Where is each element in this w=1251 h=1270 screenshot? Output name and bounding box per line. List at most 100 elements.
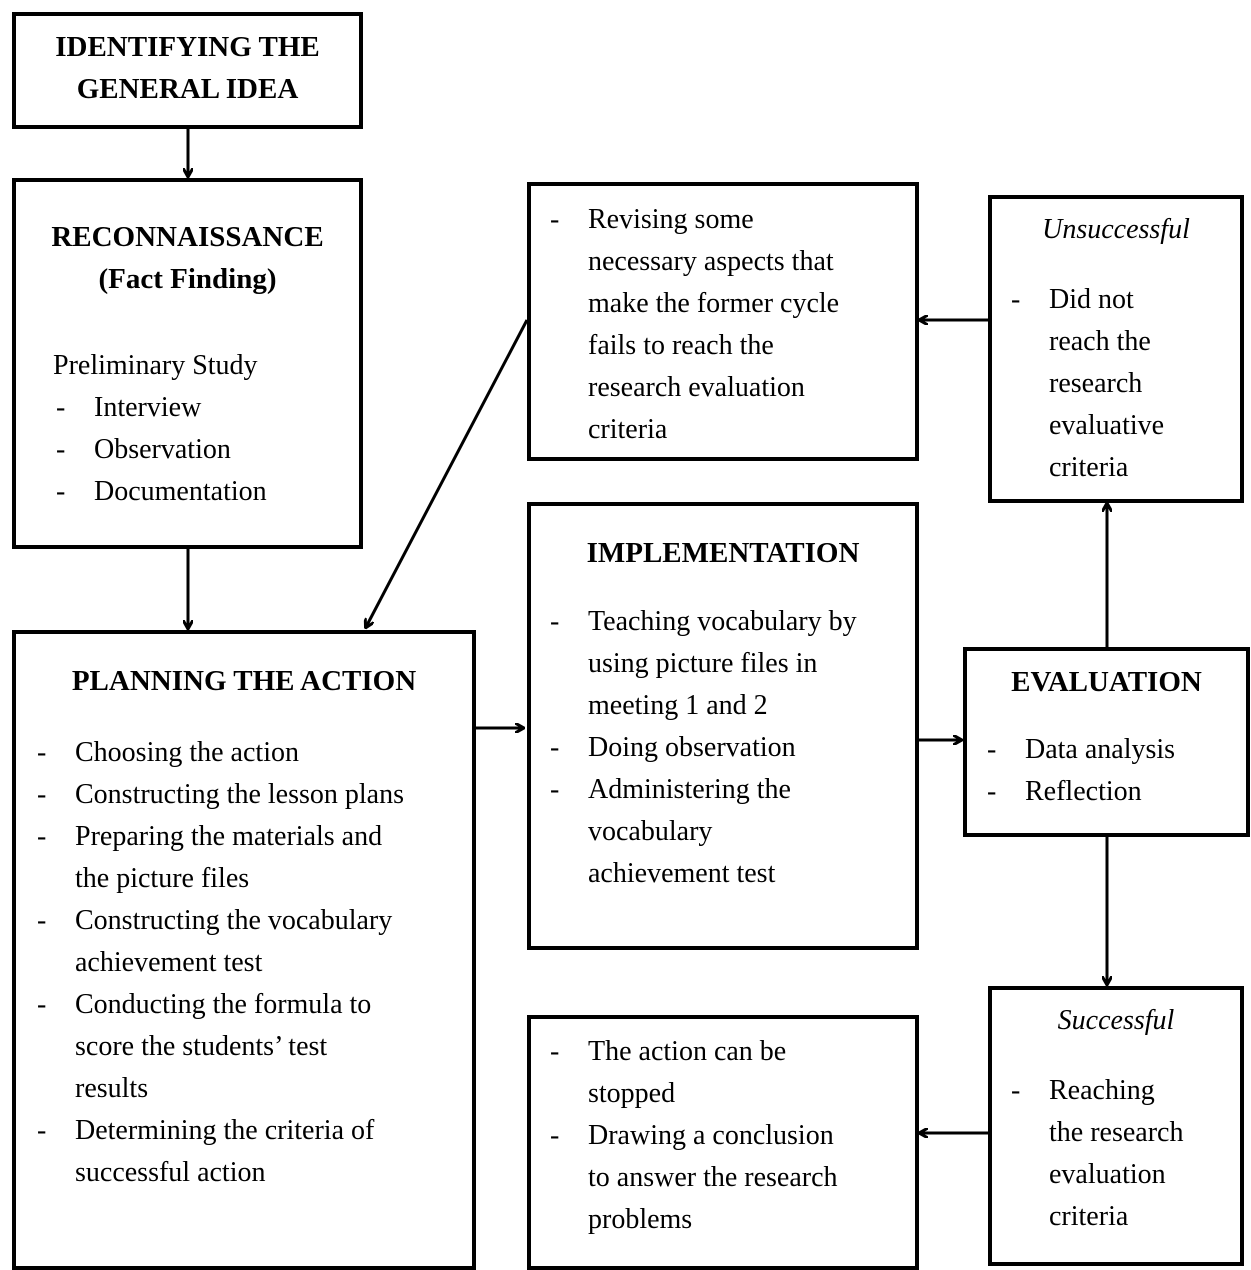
unsuccessful-box: Unsuccessful - Did not reach the researc… bbox=[988, 195, 1244, 503]
list-item: -Teaching vocabulary by using picture fil… bbox=[550, 601, 915, 727]
list-item-text: research evaluation bbox=[588, 372, 805, 403]
revising-list: - Revising some necessary aspects that m… bbox=[550, 199, 915, 451]
list-item-text: Drawing a conclusion bbox=[588, 1120, 834, 1151]
recon-list: -Interview -Observation -Documentation bbox=[56, 387, 267, 513]
list-item: -Data analysis bbox=[987, 729, 1247, 771]
list-item-text: meeting 1 and 2 bbox=[588, 690, 768, 721]
list-item-text: Determining the criteria of bbox=[75, 1115, 375, 1146]
list-item-text: research bbox=[1049, 368, 1143, 399]
list-item-text: evaluative bbox=[1049, 410, 1165, 441]
list-item-text: Data analysis bbox=[1025, 734, 1176, 765]
list-item-text: Reaching bbox=[1049, 1075, 1155, 1106]
dash-bullet: - bbox=[37, 1115, 47, 1146]
dash-bullet: - bbox=[56, 434, 66, 465]
list-item: -Conducting the formula to score the stud… bbox=[37, 984, 467, 1110]
successful-label: Successful bbox=[1057, 1005, 1175, 1036]
dash-bullet: - bbox=[37, 905, 47, 936]
list-item: - Did not reach the research evaluative … bbox=[1011, 279, 1241, 489]
list-item: -Determining the criteria of successful a… bbox=[37, 1110, 467, 1194]
dash-bullet: - bbox=[550, 1036, 560, 1067]
dash-bullet: - bbox=[550, 606, 560, 637]
list-item: -Preparing the materials and the picture … bbox=[37, 816, 467, 900]
unsuccessful-label: Unsuccessful bbox=[1042, 214, 1190, 245]
dash-bullet: - bbox=[37, 989, 47, 1020]
dash-bullet: - bbox=[56, 476, 66, 507]
dash-bullet: - bbox=[550, 1120, 560, 1151]
list-item: -Constructing the lesson plans bbox=[37, 774, 467, 816]
dash-bullet: - bbox=[987, 776, 997, 807]
list-item-text: stopped bbox=[588, 1078, 676, 1109]
list-item-text: reach the bbox=[1049, 326, 1151, 357]
identify-title-line-2: GENERAL IDEA bbox=[76, 73, 299, 105]
list-item-text: to answer the research bbox=[588, 1162, 838, 1193]
list-item: -Observation bbox=[56, 429, 267, 471]
list-item-text: Conducting the formula to bbox=[75, 989, 372, 1020]
list-item-text: using picture files in bbox=[588, 648, 818, 679]
list-item-text: results bbox=[75, 1073, 149, 1104]
list-item-text: Did not bbox=[1049, 284, 1134, 315]
unsuccessful-list: - Did not reach the research evaluative … bbox=[1011, 279, 1241, 489]
list-item-text: Preparing the materials and bbox=[75, 821, 383, 852]
list-item-text: Constructing the lesson plans bbox=[75, 779, 404, 810]
list-item-text: Observation bbox=[94, 434, 231, 465]
list-item-text: criteria bbox=[1049, 1201, 1129, 1232]
list-item-text: the picture files bbox=[75, 863, 250, 894]
recon-title: RECONNAISSANCE bbox=[51, 221, 324, 253]
implementation-title: IMPLEMENTATION bbox=[586, 537, 860, 569]
evaluation-box: EVALUATION -Data analysis -Reflection bbox=[963, 647, 1250, 837]
identify-title-line-1: IDENTIFYING THE bbox=[55, 31, 320, 63]
list-item-text: achievement test bbox=[588, 858, 776, 889]
list-item-text: Teaching vocabulary by bbox=[588, 606, 857, 637]
list-item: -The action can be stopped bbox=[550, 1031, 915, 1115]
list-item-text: score the students’ test bbox=[75, 1031, 328, 1062]
planning-action-box: PLANNING THE ACTION -Choosing the action… bbox=[12, 630, 476, 1270]
dash-bullet: - bbox=[550, 774, 560, 805]
list-item: - Revising some necessary aspects that m… bbox=[550, 199, 915, 451]
list-item-text: successful action bbox=[75, 1157, 266, 1188]
list-item: -Reflection bbox=[987, 771, 1247, 813]
list-item-text: vocabulary bbox=[588, 816, 713, 847]
list-item-text: The action can be bbox=[588, 1036, 787, 1067]
list-item-text: Reflection bbox=[1025, 776, 1142, 807]
dash-bullet: - bbox=[1011, 1075, 1021, 1106]
reconnaissance-box: RECONNAISSANCE (Fact Finding) Preliminar… bbox=[12, 178, 363, 549]
dash-bullet: - bbox=[987, 734, 997, 765]
list-item: -Doing observation bbox=[550, 727, 915, 769]
list-item-text: Documentation bbox=[94, 476, 267, 507]
evaluation-list: -Data analysis -Reflection bbox=[987, 729, 1247, 813]
dash-bullet: - bbox=[37, 737, 47, 768]
dash-bullet: - bbox=[56, 392, 66, 423]
list-item-text: necessary aspects that bbox=[588, 246, 834, 277]
list-item-text: criteria bbox=[1049, 452, 1129, 483]
list-item: - Reaching the research evaluation crite… bbox=[1011, 1070, 1241, 1238]
list-item-text: evaluation bbox=[1049, 1159, 1166, 1190]
list-item: -Choosing the action bbox=[37, 732, 467, 774]
list-item-text: Constructing the vocabulary bbox=[75, 905, 393, 936]
list-item-text: the research bbox=[1049, 1117, 1184, 1148]
list-item-text: criteria bbox=[588, 414, 668, 445]
planning-list: -Choosing the action -Constructing the l… bbox=[37, 732, 467, 1194]
list-item: -Documentation bbox=[56, 471, 267, 513]
list-item-text: Doing observation bbox=[588, 732, 796, 763]
list-item-text: problems bbox=[588, 1204, 693, 1235]
dash-bullet: - bbox=[550, 204, 560, 235]
recon-subtitle: (Fact Finding) bbox=[98, 263, 277, 295]
dash-bullet: - bbox=[37, 821, 47, 852]
identify-general-idea-box: IDENTIFYING THE GENERAL IDEA bbox=[12, 12, 363, 129]
list-item-text: achievement test bbox=[75, 947, 263, 978]
list-item: -Constructing the vocabulary achievement … bbox=[37, 900, 467, 984]
list-item-text: Choosing the action bbox=[75, 737, 299, 768]
planning-title: PLANNING THE ACTION bbox=[71, 665, 417, 697]
revising-box: - Revising some necessary aspects that m… bbox=[527, 182, 919, 461]
list-item-text: Revising some bbox=[588, 204, 754, 235]
dash-bullet: - bbox=[550, 732, 560, 763]
list-item-text: fails to reach the bbox=[588, 330, 774, 361]
preliminary-study-label: Preliminary Study bbox=[53, 350, 258, 381]
evaluation-title: EVALUATION bbox=[1011, 666, 1202, 698]
